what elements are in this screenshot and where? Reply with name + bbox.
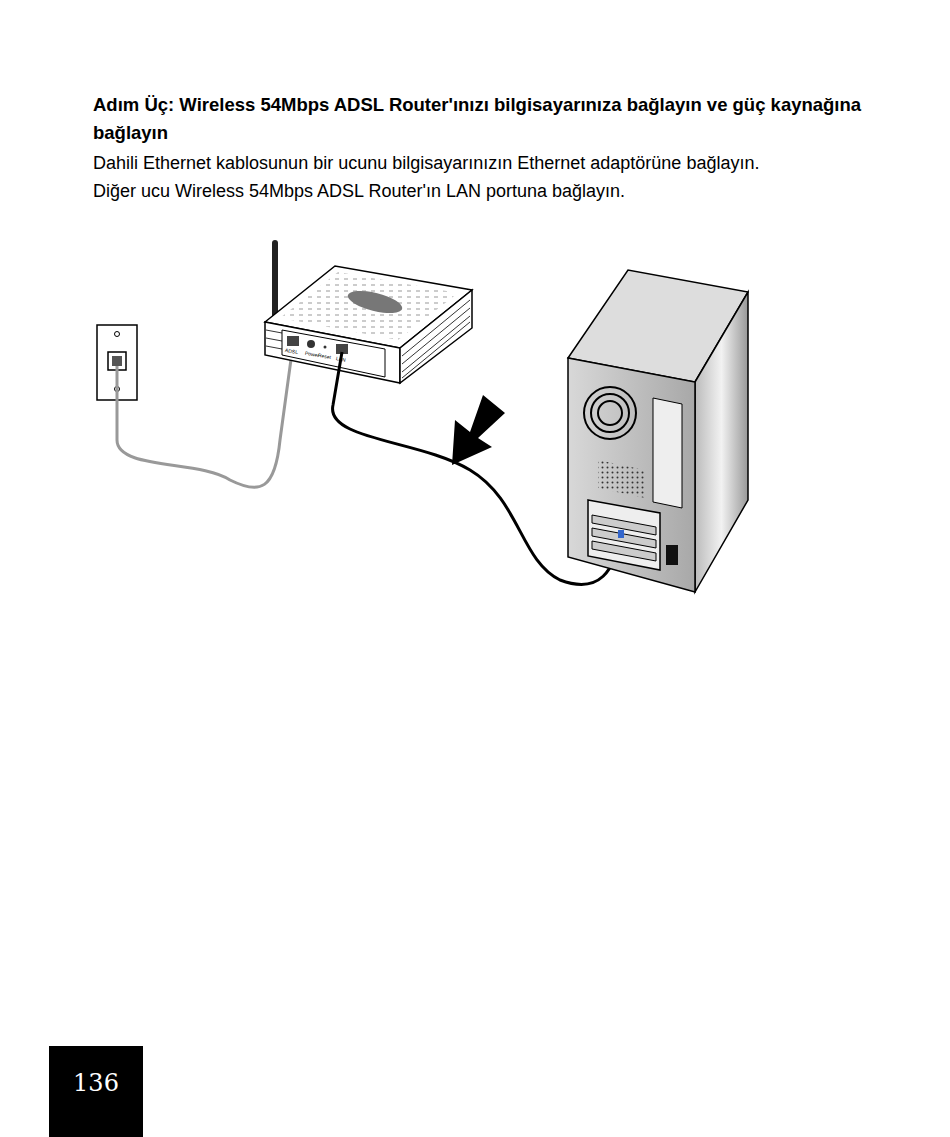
page-number-box: 136 [49, 1046, 143, 1137]
direction-arrow [452, 395, 505, 465]
router [265, 243, 472, 383]
body-text: Dahili Ethernet kablosunun bir ucunu bil… [93, 149, 759, 177]
body-text: Diğer ucu Wireless 54Mbps ADSL Router'ın… [93, 177, 625, 205]
phone-cable [117, 352, 292, 487]
page-number: 136 [49, 1068, 143, 1098]
pc-tower [568, 270, 748, 592]
page-heading: Adım Üç: Wireless 54Mbps ADSL Router'ını… [93, 91, 883, 147]
